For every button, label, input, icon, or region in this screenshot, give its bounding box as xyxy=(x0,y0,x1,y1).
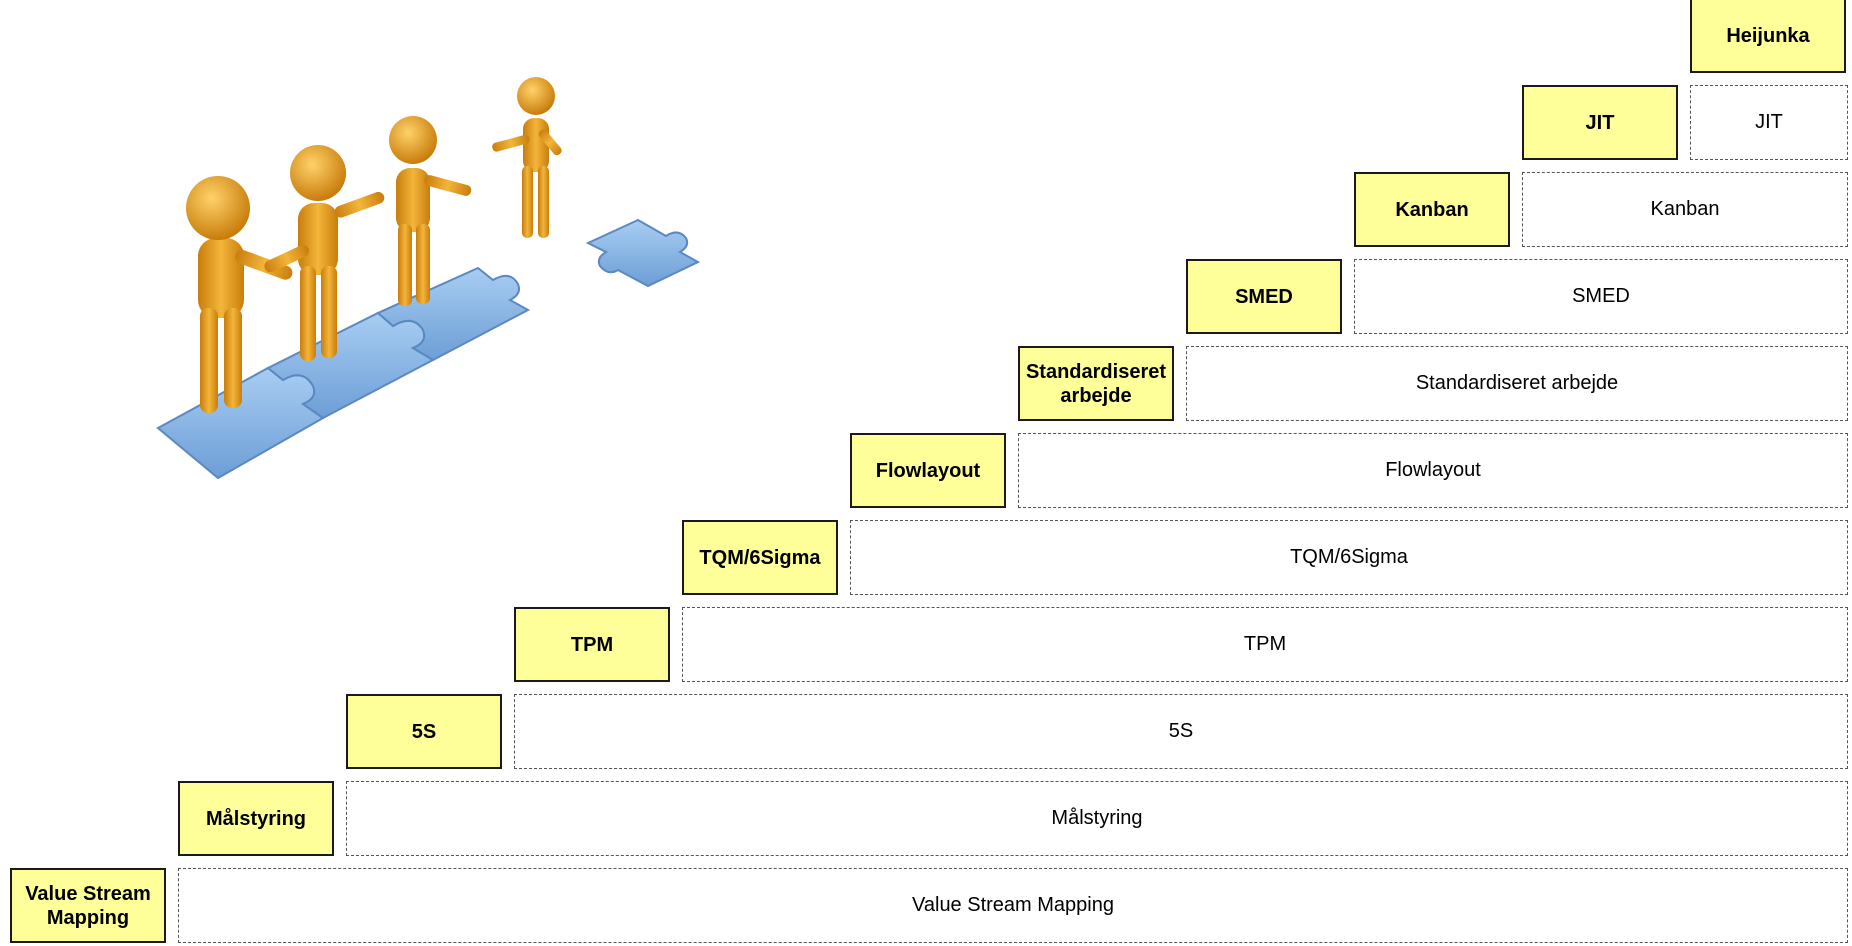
step-bar: TQM/6Sigma xyxy=(850,520,1848,595)
step-label: Standardiseret arbejde xyxy=(1018,346,1174,421)
figure-1 xyxy=(186,176,293,413)
figure-3 xyxy=(389,116,472,306)
step-bar: Kanban xyxy=(1522,172,1848,247)
step-label: SMED xyxy=(1186,259,1342,334)
step-label: JIT xyxy=(1522,85,1678,160)
step-label: Målstyring xyxy=(178,781,334,856)
step-bar: SMED xyxy=(1354,259,1848,334)
figure-2 xyxy=(264,145,385,361)
step-bar: Flowlayout xyxy=(1018,433,1848,508)
step-label: 5S xyxy=(346,694,502,769)
step-bar: Standardiseret arbejde xyxy=(1186,346,1848,421)
step-bar: Målstyring xyxy=(346,781,1848,856)
step-label: Heijunka xyxy=(1690,0,1846,73)
step-label: Kanban xyxy=(1354,172,1510,247)
puzzle-pieces xyxy=(156,218,701,480)
step-label: TQM/6Sigma xyxy=(682,520,838,595)
step-bar: JIT xyxy=(1690,85,1848,160)
figure-4 xyxy=(492,77,562,238)
team-puzzle-figures-icon xyxy=(156,77,701,480)
step-label: TPM xyxy=(514,607,670,682)
step-bar: Value Stream Mapping xyxy=(178,868,1848,943)
step-label: Flowlayout xyxy=(850,433,1006,508)
step-bar: TPM xyxy=(682,607,1848,682)
step-bar: 5S xyxy=(514,694,1848,769)
step-label: Value Stream Mapping xyxy=(10,868,166,943)
